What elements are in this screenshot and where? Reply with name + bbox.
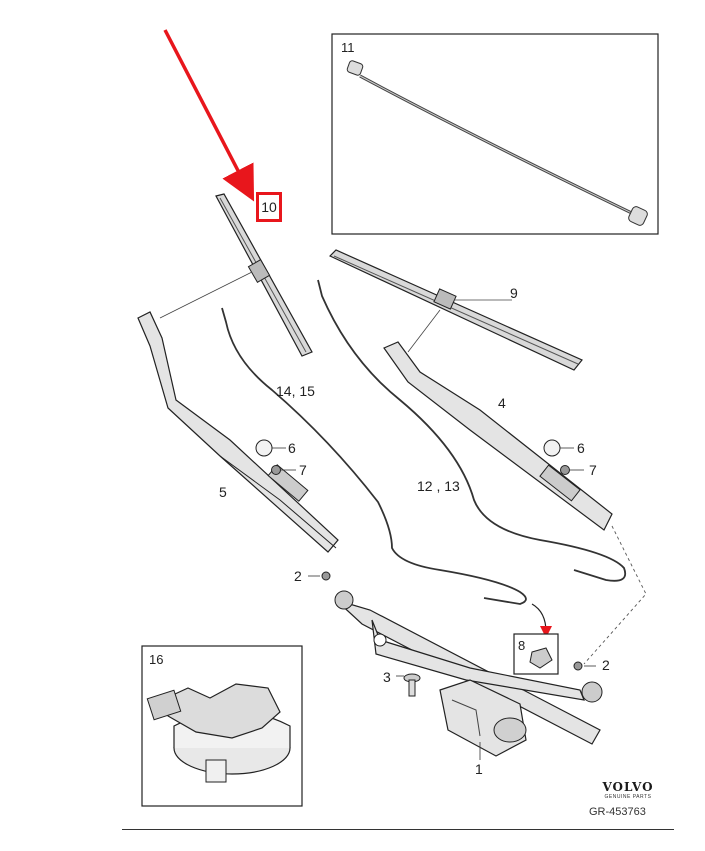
- cap-6-left: [255, 439, 273, 457]
- wiper-blade-9: [328, 249, 583, 371]
- label-part-4: 4: [498, 395, 506, 411]
- rain-sensor-16: [146, 683, 291, 783]
- label-part-2-left: 2: [294, 568, 302, 584]
- nut-2-right: [573, 661, 583, 671]
- label-part-7-left: 7: [299, 462, 307, 478]
- label-part-3: 3: [383, 669, 391, 685]
- brand-logo: VOLVO: [602, 780, 654, 794]
- label-part-7-right: 7: [589, 462, 597, 478]
- label-part-5: 5: [219, 484, 227, 500]
- refill-end-cap-left: [346, 60, 364, 76]
- screw-3: [396, 673, 421, 697]
- nut-7-left: [271, 465, 281, 475]
- wiper-motor-1: [439, 679, 527, 760]
- nut-7-right: [560, 465, 570, 475]
- clip-8: [529, 647, 553, 669]
- red-arrow: [163, 29, 255, 202]
- bottom-rule: [122, 829, 674, 830]
- wiper-arm-4: [383, 341, 613, 531]
- label-part-11: 11: [341, 40, 355, 55]
- label-part-16: 16: [149, 652, 164, 667]
- label-part-12-13: 12 , 13: [417, 478, 460, 494]
- label-part-14-15: 14, 15: [276, 383, 315, 399]
- brand-subtitle: GENUINE PARTS: [604, 794, 652, 800]
- washer-hose-12-13: [317, 279, 627, 582]
- label-part-6-left: 6: [288, 440, 296, 456]
- callout-part-10: 10: [256, 192, 282, 222]
- label-part-2-right: 2: [602, 657, 610, 673]
- label-part-6-right: 6: [577, 440, 585, 456]
- cap-6-right: [543, 439, 561, 457]
- nut-2-left: [321, 571, 331, 581]
- diagram-reference: GR-453763: [589, 806, 646, 818]
- washer-hose-14-15: [221, 307, 527, 605]
- label-part-1: 1: [475, 761, 483, 777]
- wiper-linkage: [334, 590, 603, 745]
- inset-box-11: [331, 33, 659, 235]
- refill-rubber: [359, 74, 639, 218]
- wiper-blade-10: [215, 193, 313, 357]
- label-part-9: 9: [510, 285, 518, 301]
- label-part-8: 8: [518, 638, 526, 653]
- refill-end-cap-right: [628, 206, 648, 226]
